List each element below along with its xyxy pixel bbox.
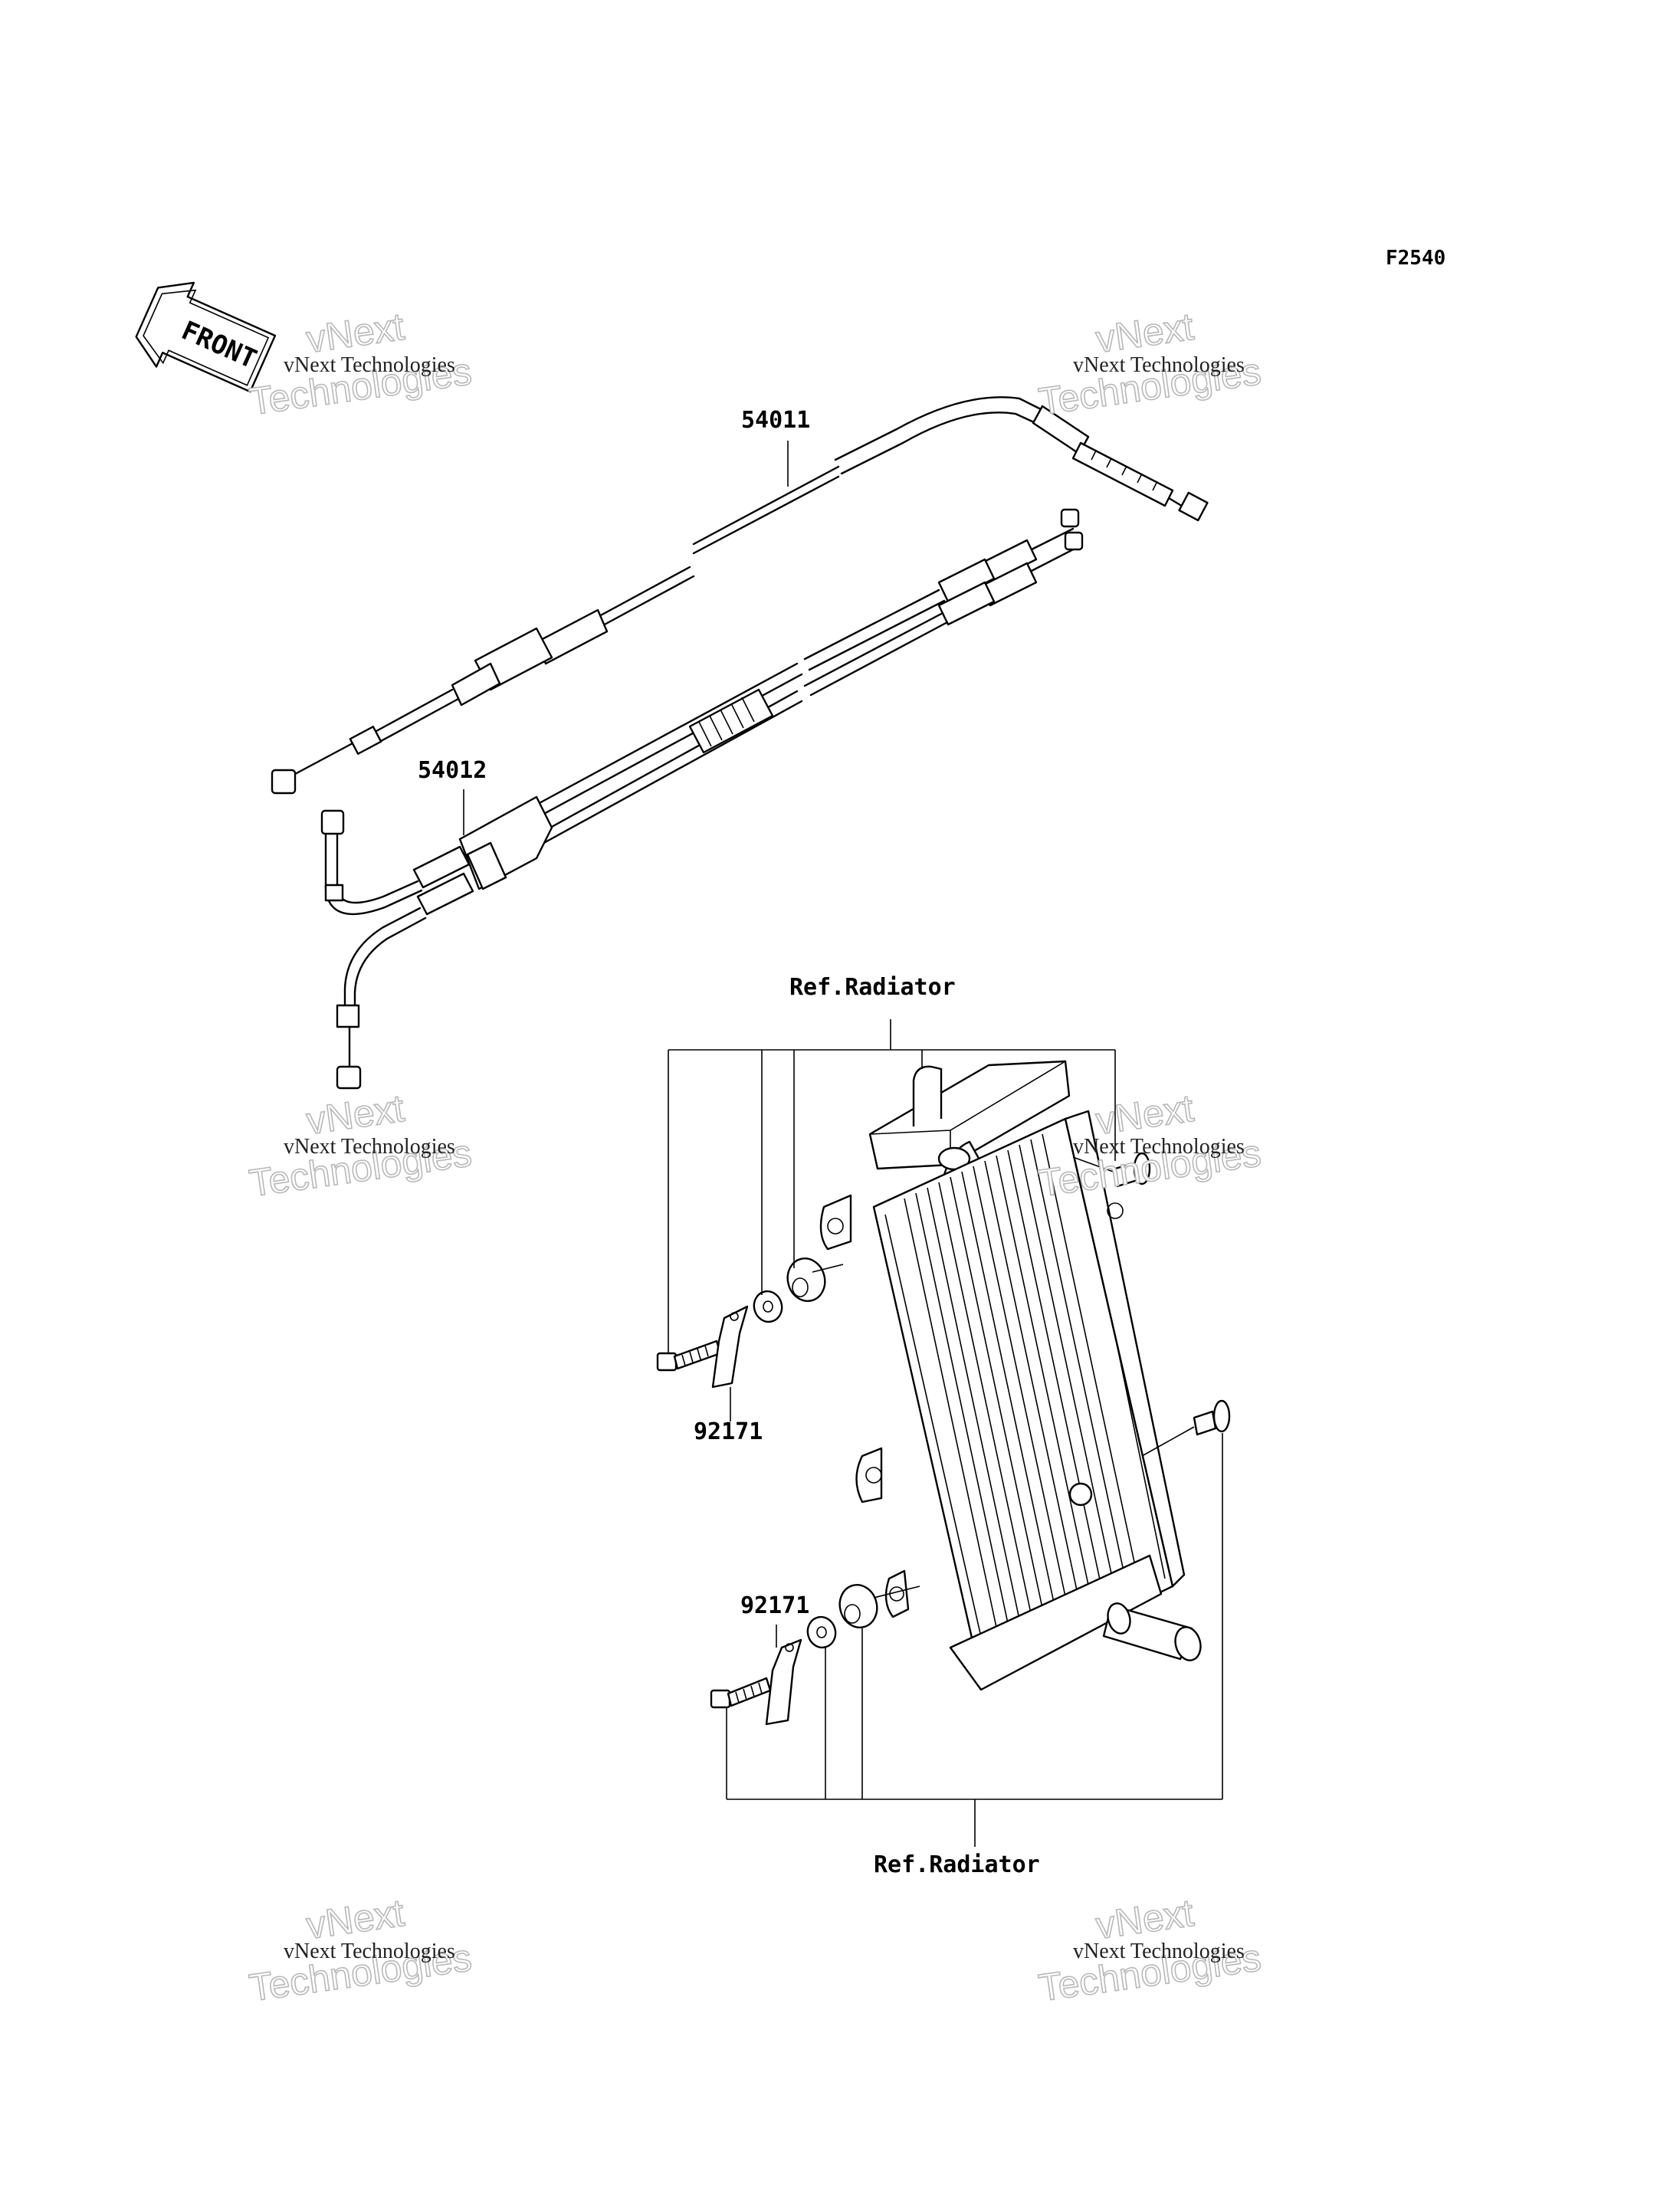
lower-left-hardware (710, 1584, 920, 1726)
cable-54011: 54011 (271, 396, 1209, 795)
label-54011: 54011 (741, 407, 810, 434)
upper-left-hardware (656, 1258, 844, 1389)
front-arrow-icon: FRONT (135, 281, 277, 393)
watermark-mid-right: vNext Technologies vNext Technologies (1035, 1086, 1264, 1205)
watermark-bottom-right: vNext Technologies vNext Technologies (1035, 1890, 1264, 2010)
ref-radiator-top: Ref.Radiator (789, 974, 956, 1001)
watermark-top-right: vNext Technologies vNext Technologies (1035, 304, 1264, 424)
diagram-code: F2540 (1386, 247, 1445, 270)
ref-radiator-lower-leaders (726, 1433, 1223, 1847)
svg-text:vNext Technologies: vNext Technologies (284, 353, 455, 377)
svg-text:vNext Technologies: vNext Technologies (1073, 1940, 1245, 1963)
watermark-mid-left: vNext Technologies vNext Technologies (246, 1086, 474, 1205)
svg-text:vNext: vNext (304, 1087, 406, 1143)
svg-text:vNext Technologies: vNext Technologies (284, 1940, 455, 1963)
label-54012: 54012 (418, 757, 487, 784)
screw-lower-right (1141, 1399, 1231, 1457)
watermark-bottom-left: vNext Technologies vNext Technologies (246, 1890, 474, 2010)
label-92171-lower: 92171 (740, 1592, 809, 1619)
label-92171-upper: 92171 (694, 1418, 763, 1445)
cable-54012: 54012 (320, 508, 1084, 1090)
svg-text:vNext Technologies: vNext Technologies (1073, 353, 1245, 377)
svg-text:vNext Technologies: vNext Technologies (1073, 1135, 1245, 1159)
radiator (819, 1060, 1202, 1691)
ref-radiator-upper-leaders (668, 1019, 1116, 1421)
watermark-top-left: vNext Technologies vNext Technologies (246, 304, 474, 424)
ref-radiator-bottom: Ref.Radiator (874, 1851, 1040, 1878)
svg-text:vNext Technologies: vNext Technologies (284, 1135, 455, 1159)
screw-upper-right (1072, 1152, 1151, 1188)
